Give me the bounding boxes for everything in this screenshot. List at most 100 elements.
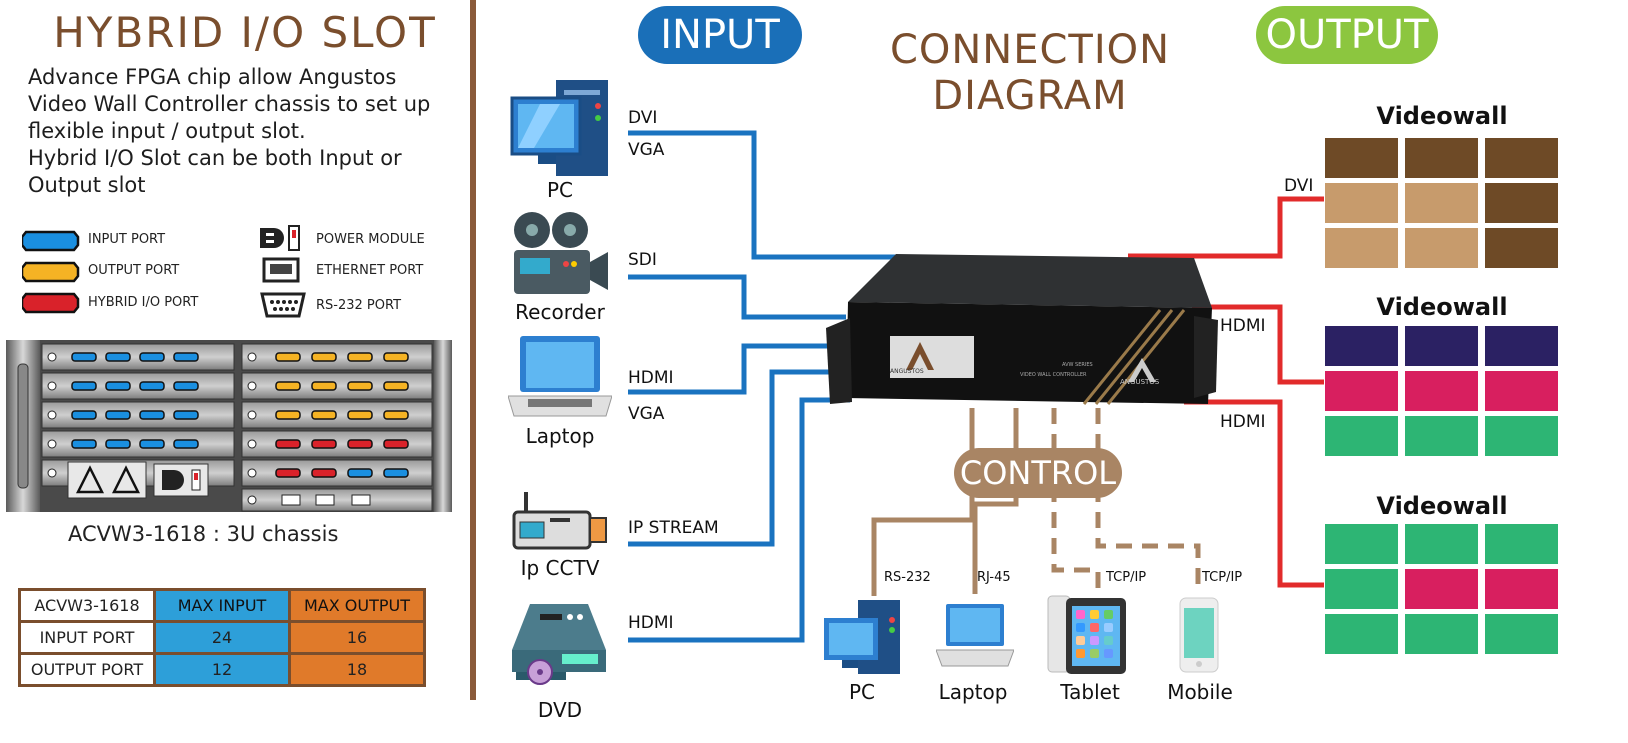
videowall-1-screen-tile (1325, 183, 1398, 223)
spec-table: ACVW3-1618 MAX INPUT MAX OUTPUT INPUT PO… (18, 588, 426, 687)
videowall-2-title: Videowall (1376, 293, 1508, 321)
hybrid-port-icon (347, 439, 373, 449)
videowall-1-screen-tile (1485, 228, 1558, 268)
control-laptop-icon (936, 604, 1014, 667)
table-cell: INPUT PORT (18, 620, 156, 655)
controller-series: AVW SERIES (1062, 362, 1093, 368)
control-tablet-label: Tablet (1060, 680, 1120, 704)
dvi-output-line (1128, 196, 1324, 259)
control-pill: CONTROL (954, 448, 1122, 498)
input-ipcctv-label: Ip CCTV (520, 556, 600, 580)
videowall-1-screen-tile (1485, 183, 1558, 223)
signal-hdmi-1: HDMI (628, 368, 674, 388)
videowall-3-screen-tile (1485, 614, 1558, 654)
input-port-icon (173, 381, 199, 391)
videowall-2-screen-tile (1405, 326, 1478, 366)
videowall-1-screen-tile (1325, 228, 1398, 268)
output-port-icon (275, 381, 301, 391)
output-port-icon (275, 410, 301, 420)
hdmi-output-line-1 (1192, 304, 1324, 385)
input-port-icon (173, 352, 199, 362)
videowall-2-screen-tile (1485, 371, 1558, 411)
videowall-3-screen-tile (1325, 569, 1398, 609)
input-port-icon (173, 410, 199, 420)
videowall-1-screen-tile (1405, 138, 1478, 178)
ethernet-port-icon (281, 494, 301, 506)
rs232-port-icon (351, 494, 371, 506)
pc-input-line (628, 130, 918, 260)
input-port-icon (71, 352, 97, 362)
legend-ethernet-port: ETHERNET PORT (316, 263, 424, 278)
rs232-port-icon (260, 292, 306, 318)
table-cell: ACVW3-1618 (18, 588, 156, 623)
controller-brand-right: ANGUSTOS (1120, 378, 1160, 386)
videowall-2-screen-tile (1325, 371, 1398, 411)
legend-power-module: POWER MODULE (316, 232, 425, 247)
output-port-icon (383, 381, 409, 391)
chassis-caption: ACVW3-1618 : 3U chassis (68, 522, 339, 546)
table-cell: 12 (153, 652, 291, 687)
output-port-icon (347, 410, 373, 420)
signal-sdi: SDI (628, 250, 657, 270)
input-dvd-label: DVD (537, 698, 583, 722)
control-pc-icon (824, 600, 900, 674)
table-cell: 18 (288, 652, 426, 687)
videowall-3-screen-tile (1485, 569, 1558, 609)
recorder-icon (514, 212, 608, 294)
recorder-input-line (628, 274, 846, 320)
control-mobile-icon (1179, 597, 1219, 673)
ip-cctv-icon (512, 492, 607, 550)
table-cell: 24 (153, 620, 291, 655)
link-rs232: RS-232 (884, 570, 931, 585)
table-cell: MAX OUTPUT (288, 588, 426, 623)
laptop-input-line (628, 343, 830, 395)
pc-icon (510, 80, 608, 176)
control-mobile-label: Mobile (1167, 680, 1233, 704)
output-port-icon (383, 410, 409, 420)
link-tcpip-2: TCP/IP (1202, 570, 1243, 585)
signal-vga-1: VGA (628, 140, 665, 160)
output-port-icon (311, 410, 337, 420)
input-port-icon (105, 439, 131, 449)
videowall-3-screen-tile (1485, 524, 1558, 564)
input-port-icon (22, 230, 80, 252)
input-pill: INPUT (638, 6, 802, 64)
table-row: ACVW3-1618 MAX INPUT MAX OUTPUT (18, 588, 426, 623)
videowall-3-screen-tile (1405, 614, 1478, 654)
videowall-1-title: Videowall (1376, 102, 1508, 130)
output-signal-hdmi-2: HDMI (1220, 412, 1266, 432)
videowall-2-screen-tile (1485, 326, 1558, 366)
controller-subtitle: VIDEO WALL CONTROLLER (1020, 372, 1087, 378)
control-line-rj45 (972, 408, 1019, 594)
hybrid-port-icon (275, 439, 301, 449)
signal-hdmi-2: HDMI (628, 613, 674, 633)
input-port-icon (71, 381, 97, 391)
input-port-icon (347, 468, 373, 478)
controller-brand-left: ANGUSTOS (890, 368, 924, 375)
table-cell: 16 (288, 620, 426, 655)
output-signal-dvi: DVI (1284, 176, 1314, 196)
chassis-3u-illustration (6, 340, 452, 512)
dvd-input-line (628, 397, 850, 643)
input-laptop-label: Laptop (525, 424, 595, 448)
output-port-icon (347, 381, 373, 391)
hybrid-port-icon (275, 468, 301, 478)
input-port-icon (383, 468, 409, 478)
videowall-3-screen-tile (1325, 614, 1398, 654)
hybrid-io-slot-title: HYBRID I/O SLOT (53, 8, 437, 57)
output-port-icon (275, 352, 301, 362)
hybrid-port-icon (383, 439, 409, 449)
input-port-icon (139, 439, 165, 449)
table-row: INPUT PORT 24 16 (18, 620, 426, 655)
hybrid-port-icon (311, 468, 337, 478)
control-line-tcpip-2 (1095, 408, 1201, 594)
output-port-icon (311, 352, 337, 362)
hdmi-output-line-2 (1184, 399, 1324, 588)
input-port-icon (173, 439, 199, 449)
legend-hybrid-port: HYBRID I/O PORT (88, 295, 199, 310)
videowall-3-screen-tile (1325, 524, 1398, 564)
hybrid-port-icon (311, 439, 337, 449)
device-legend-icons (260, 225, 306, 318)
power-panel (67, 461, 209, 499)
laptop-icon (508, 336, 612, 417)
